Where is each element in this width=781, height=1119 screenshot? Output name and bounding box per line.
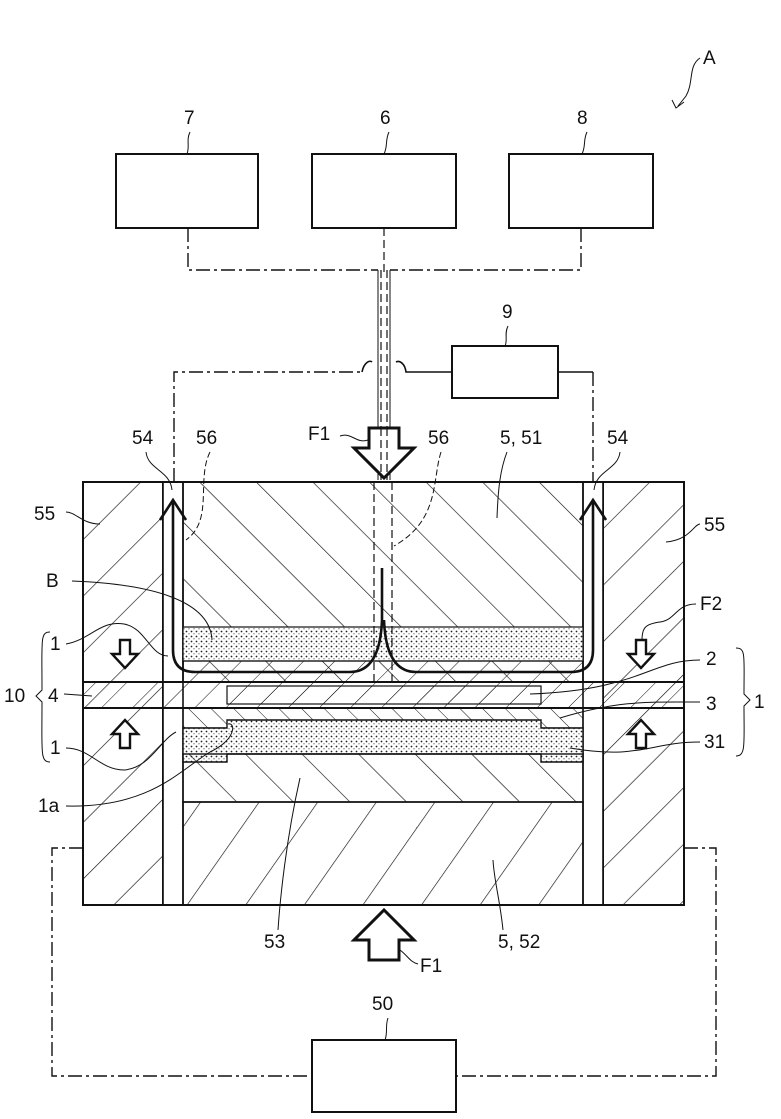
svg-text:50: 50 — [372, 994, 393, 1015]
label-55-left: 55 — [34, 504, 101, 525]
svg-text:56: 56 — [428, 428, 449, 449]
svg-text:31: 31 — [704, 732, 725, 753]
svg-text:9: 9 — [502, 302, 513, 323]
label-1-lower: 1 — [50, 731, 177, 771]
label-54-left: 54 — [132, 428, 173, 491]
press-arrow-right-up — [625, 718, 657, 750]
flow-path-B — [158, 497, 608, 674]
svg-text:55: 55 — [704, 515, 725, 536]
label-2: 2 — [529, 649, 717, 695]
device-box-50: 50 — [51, 847, 717, 1113]
svg-text:8: 8 — [577, 108, 588, 129]
label-4: 4 — [48, 686, 93, 707]
controller-box-6: 6 — [311, 108, 457, 229]
svg-text:F1: F1 — [308, 424, 330, 445]
label-54-right: 54 — [593, 428, 629, 491]
label-1a: 1a — [38, 723, 234, 817]
label-3: 3 — [559, 694, 717, 719]
label-56-right: 56 — [393, 428, 449, 547]
press-arrow-left-up — [109, 718, 141, 750]
svg-text:5, 52: 5, 52 — [498, 932, 540, 953]
controller-box-7: 7 — [115, 108, 259, 229]
controller-box-8: 8 — [508, 108, 654, 229]
svg-text:53: 53 — [264, 932, 285, 953]
label-31: 31 — [569, 732, 725, 753]
label-5-52: 5, 52 — [492, 859, 540, 953]
svg-text:4: 4 — [48, 686, 59, 707]
force-arrow-F1-top: F1 — [308, 424, 418, 481]
label-55-right: 55 — [665, 515, 725, 543]
label-53: 53 — [264, 777, 301, 953]
press-arrow-F2-down — [625, 638, 657, 670]
assembly-label-A: A — [671, 48, 716, 109]
svg-text:1: 1 — [50, 634, 61, 655]
label-1-upper: 1 — [50, 623, 169, 657]
press-arrow-left-down — [109, 638, 141, 670]
svg-text:1: 1 — [50, 738, 61, 759]
label-10: 10 — [4, 631, 51, 763]
label-F2: F2 — [641, 594, 722, 641]
svg-text:1a: 1a — [38, 796, 60, 817]
force-arrow-F1-bottom: F1 — [350, 907, 442, 977]
svg-text:10: 10 — [4, 686, 25, 707]
svg-text:54: 54 — [132, 428, 154, 449]
svg-text:1: 1 — [754, 692, 765, 713]
device-box-9: 9 — [173, 302, 594, 482]
svg-text:7: 7 — [184, 108, 195, 129]
svg-text:56: 56 — [196, 428, 217, 449]
svg-text:A: A — [703, 48, 716, 69]
svg-text:54: 54 — [607, 428, 629, 449]
label-56-left: 56 — [185, 428, 217, 541]
label-5-51: 5, 51 — [496, 428, 542, 519]
svg-text:F2: F2 — [700, 594, 722, 615]
label-B: B — [46, 571, 213, 641]
svg-text:B: B — [46, 571, 59, 592]
label-1-right: 1 — [735, 647, 765, 757]
svg-text:3: 3 — [706, 694, 717, 715]
svg-text:6: 6 — [380, 108, 391, 129]
svg-text:55: 55 — [34, 504, 55, 525]
svg-text:F1: F1 — [420, 956, 442, 977]
svg-text:5, 51: 5, 51 — [500, 428, 542, 449]
svg-text:2: 2 — [706, 649, 717, 670]
